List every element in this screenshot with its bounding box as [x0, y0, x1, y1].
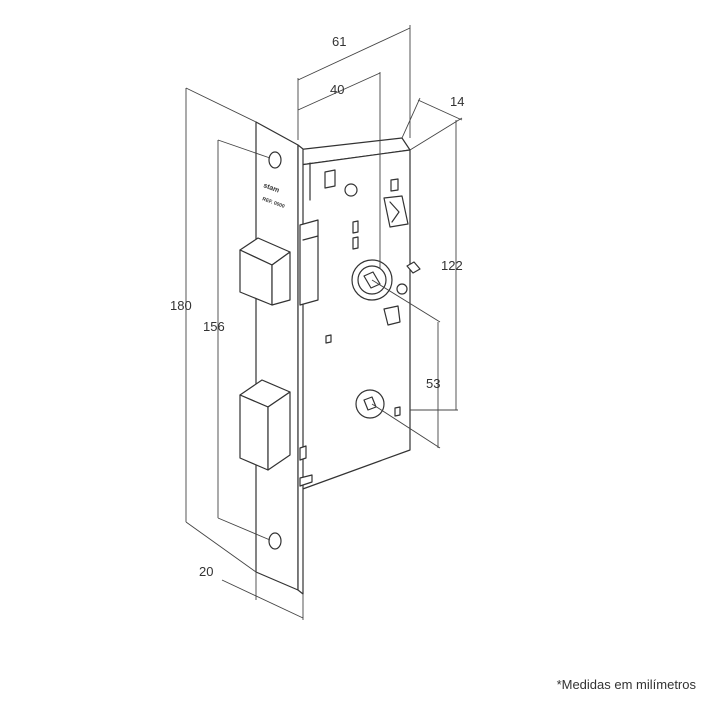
key-cylinder-icon: [355, 389, 385, 419]
dim-screw-spacing: 156: [203, 319, 225, 334]
top-screw-hole-icon: [268, 151, 282, 169]
case-features: [299, 178, 421, 487]
bottom-screw-hole-icon: [268, 532, 282, 550]
latch-bolt: [239, 219, 319, 306]
dim-faceplate-width: 20: [199, 564, 213, 579]
dim-backset: 40: [330, 82, 344, 97]
dimension-labels: 61 40 14 122 53 180 156 20: [170, 34, 464, 579]
dim-case-height: 122: [441, 258, 463, 273]
dim-handle-to-key: 53: [426, 376, 440, 391]
handle-follower-icon: [351, 259, 393, 301]
dim-faceplate-height: 180: [170, 298, 192, 313]
case-hole-icon: [344, 183, 358, 197]
footnote: *Medidas em milímetros: [556, 677, 696, 692]
deadbolt: [239, 379, 291, 471]
faceplate: stam REF. 0000: [255, 121, 304, 595]
dimension-lines: [185, 25, 463, 620]
dim-total-depth: 61: [332, 34, 346, 49]
dim-case-thickness: 14: [450, 94, 464, 109]
